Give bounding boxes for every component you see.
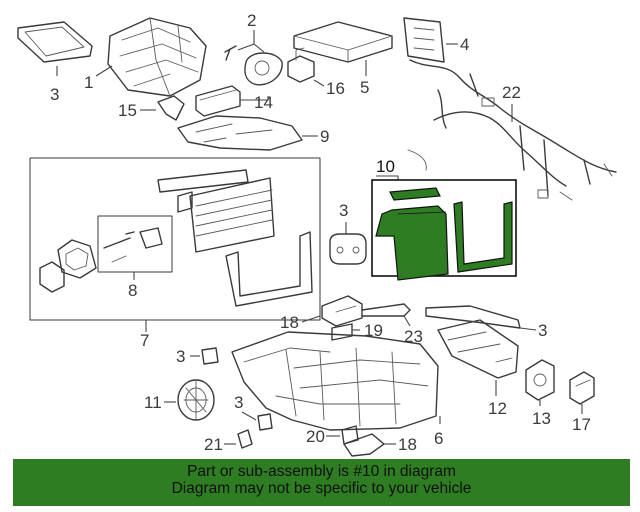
label-19[interactable]: 19 <box>364 321 383 340</box>
part-6-lower-case[interactable] <box>231 331 439 431</box>
part-11-blower-motor[interactable] <box>177 379 215 421</box>
label-15[interactable]: 15 <box>118 101 137 120</box>
label-14[interactable]: 14 <box>254 93 273 112</box>
part-23-sensor[interactable] <box>361 303 411 317</box>
part-8-actuator-kit[interactable] <box>97 215 173 273</box>
part-3-seal-right[interactable] <box>425 305 521 329</box>
part-12-duct[interactable] <box>437 319 519 379</box>
part-7-grommets[interactable] <box>39 239 97 293</box>
part-21-drain-hose[interactable] <box>237 429 253 449</box>
label-13[interactable]: 13 <box>532 409 551 428</box>
label-7[interactable]: 7 <box>140 331 149 350</box>
label-1[interactable]: 1 <box>84 73 93 92</box>
label-17[interactable]: 17 <box>572 415 591 434</box>
part-10-evaporator-box[interactable] <box>371 179 517 281</box>
part-4-bracket[interactable] <box>403 17 445 63</box>
label-3-grommet[interactable]: 3 <box>176 347 185 366</box>
part-22-wiring-harness[interactable] <box>407 59 617 201</box>
part-2-actuator[interactable] <box>224 45 283 86</box>
part-18-actuator-lower[interactable] <box>343 433 385 457</box>
label-18-lower[interactable]: 18 <box>398 435 417 454</box>
label-20[interactable]: 20 <box>306 427 325 446</box>
label-3-right[interactable]: 3 <box>538 321 547 340</box>
banner-line-2: Diagram may not be specific to your vehi… <box>171 480 472 497</box>
label-10[interactable]: 10 <box>376 157 395 176</box>
label-11[interactable]: 11 <box>144 393 162 412</box>
info-banner: Part or sub-assembly is #10 in diagram D… <box>13 459 630 506</box>
label-6[interactable]: 6 <box>434 429 443 448</box>
part-15-clip[interactable] <box>157 95 185 121</box>
part-7-assembly-box <box>29 157 321 321</box>
part-16-sensor[interactable] <box>287 47 315 83</box>
part-5-filter[interactable] <box>293 21 393 63</box>
label-4[interactable]: 4 <box>460 35 469 54</box>
part-3-seal-frame[interactable] <box>17 21 93 63</box>
label-5[interactable]: 5 <box>360 78 369 97</box>
part-1-upper-case[interactable] <box>107 17 207 97</box>
banner-line-1: Part or sub-assembly is #10 in diagram <box>187 463 456 480</box>
part-19-grommet[interactable] <box>331 323 353 341</box>
part-3-grommet[interactable] <box>201 347 219 365</box>
label-16[interactable]: 16 <box>326 79 345 98</box>
label-18-upper[interactable]: 18 <box>280 313 299 332</box>
label-21[interactable]: 21 <box>204 435 223 454</box>
label-23[interactable]: 23 <box>404 327 423 346</box>
label-12[interactable]: 12 <box>488 399 507 418</box>
part-18-actuator-upper[interactable] <box>321 295 363 327</box>
part-7-seal-frame[interactable] <box>225 231 313 307</box>
part-9-duct[interactable] <box>177 115 303 151</box>
label-9[interactable]: 9 <box>320 127 329 146</box>
part-13-actuator[interactable] <box>525 359 555 401</box>
label-22[interactable]: 22 <box>502 83 521 102</box>
label-3-top[interactable]: 3 <box>50 85 59 104</box>
label-3-lower[interactable]: 3 <box>234 393 243 412</box>
part-17-actuator[interactable] <box>569 371 595 405</box>
label-3-mid[interactable]: 3 <box>339 201 348 220</box>
part-14-module[interactable] <box>195 85 241 117</box>
part-20-clip[interactable] <box>341 425 359 445</box>
part-3-grommet-lower[interactable] <box>257 413 273 431</box>
label-8[interactable]: 8 <box>128 281 137 300</box>
part-7-evaporator-core[interactable] <box>157 169 275 253</box>
label-2[interactable]: 2 <box>247 11 256 30</box>
part-3-seal-middle[interactable] <box>329 233 367 265</box>
